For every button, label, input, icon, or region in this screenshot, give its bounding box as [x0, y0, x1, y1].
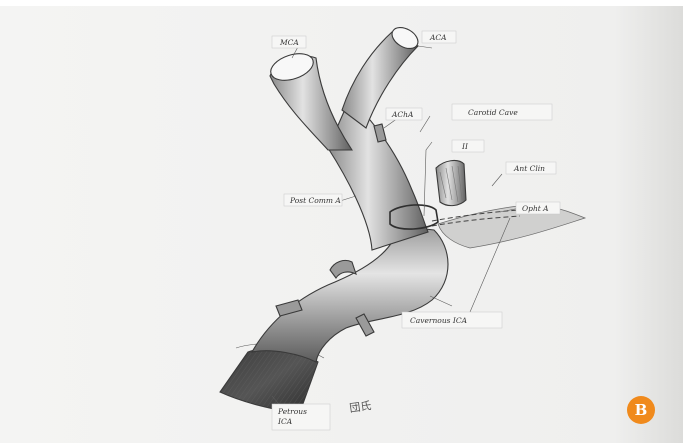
- aca-label: ACA: [429, 33, 447, 42]
- opht-a-label: Opht A: [522, 204, 549, 213]
- post-comm-a-label: Post Comm A: [289, 196, 341, 205]
- carotid-cave-label: Carotid Cave: [468, 108, 518, 117]
- optic-nerve-label-box: [452, 140, 484, 152]
- optic-nerve: [436, 161, 466, 206]
- cavernous-ica-label: Cavernous ICA: [410, 316, 468, 325]
- optic-nerve-label: II: [461, 142, 469, 151]
- panel-badge-letter: B: [635, 401, 648, 419]
- ant-clin-label: Ant Clin: [513, 164, 545, 173]
- acha-label: AChA: [391, 110, 414, 119]
- petrous-ica-label-line2: ICA: [277, 417, 293, 426]
- petrous-ica-label-line1: Petrous: [277, 407, 307, 416]
- top-margin: [0, 0, 683, 6]
- mca-label: MCA: [279, 38, 299, 47]
